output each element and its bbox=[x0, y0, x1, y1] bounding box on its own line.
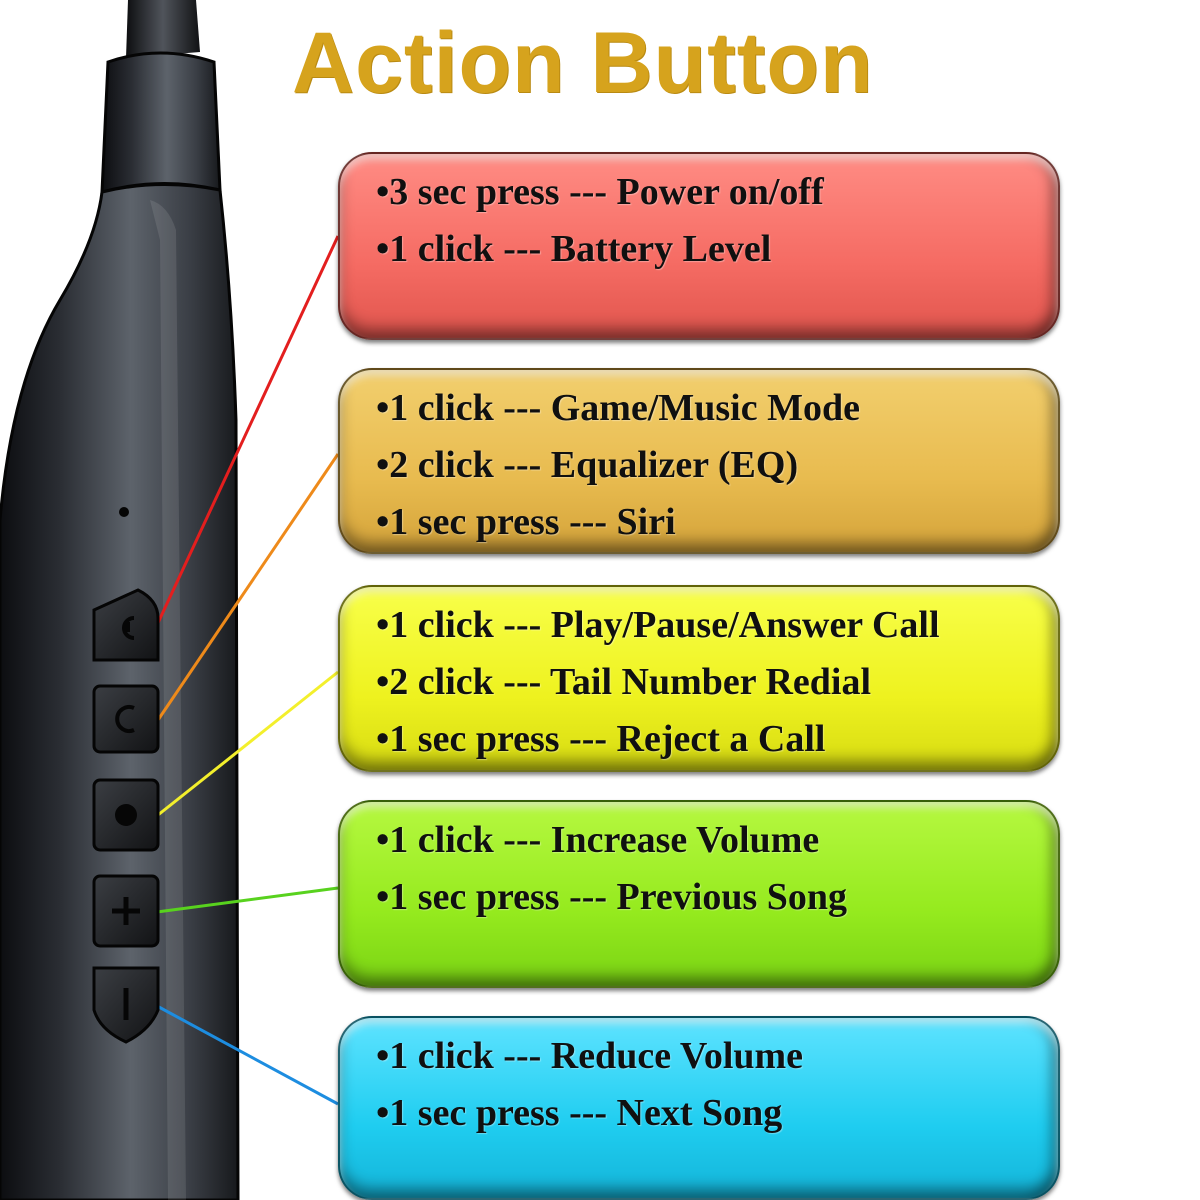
connector-blue bbox=[156, 1004, 339, 1106]
collar bbox=[100, 51, 222, 194]
panel-line: •1 click --- Play/Pause/Answer Call bbox=[376, 604, 940, 646]
panel-line: •1 sec press --- Previous Song bbox=[376, 876, 848, 918]
mode-icon bbox=[115, 705, 135, 733]
multifunction-button[interactable] bbox=[92, 778, 160, 852]
connector-red bbox=[155, 235, 340, 626]
cable bbox=[126, 0, 200, 58]
body-highlight bbox=[150, 200, 186, 1200]
panel-line: •1 click --- Increase Volume bbox=[376, 819, 820, 861]
connector-yellow bbox=[157, 670, 339, 817]
mode-button-panel: •1 click --- Game/Music Mode •2 click --… bbox=[338, 368, 1060, 554]
panel-line: •1 click --- Battery Level bbox=[376, 228, 772, 270]
mode-button[interactable] bbox=[92, 684, 160, 754]
power-button-panel: •3 sec press --- Power on/off •1 click -… bbox=[338, 152, 1060, 340]
panel-line: •1 sec press --- Reject a Call bbox=[376, 718, 826, 760]
volume-up-panel: •1 click --- Increase Volume •1 sec pres… bbox=[338, 800, 1060, 988]
panel-line: •1 click --- Game/Music Mode bbox=[376, 387, 860, 429]
panel-line: •3 sec press --- Power on/off bbox=[376, 171, 824, 213]
volume-down-panel: •1 click --- Reduce Volume •1 sec press … bbox=[338, 1016, 1060, 1200]
mic-hole bbox=[119, 507, 129, 517]
panel-line: •2 click --- Tail Number Redial bbox=[376, 661, 872, 703]
connector-green bbox=[156, 886, 339, 914]
panel-line: •1 sec press --- Next Song bbox=[376, 1092, 783, 1134]
volume-up-button[interactable] bbox=[92, 874, 160, 948]
panel-line: •1 sec press --- Siri bbox=[376, 501, 676, 543]
plus-icon bbox=[112, 897, 140, 925]
power-icon bbox=[122, 616, 135, 640]
volume-down-button[interactable] bbox=[92, 966, 160, 1044]
panel-line: •2 click --- Equalizer (EQ) bbox=[376, 444, 799, 486]
multifunction-button-panel: •1 click --- Play/Pause/Answer Call •2 c… bbox=[338, 585, 1060, 772]
power-button[interactable] bbox=[92, 588, 160, 662]
multifunction-icon bbox=[115, 804, 137, 826]
page-title: Action Button bbox=[292, 15, 874, 111]
connector-orange bbox=[156, 453, 340, 721]
panel-line: •1 click --- Reduce Volume bbox=[376, 1035, 804, 1077]
